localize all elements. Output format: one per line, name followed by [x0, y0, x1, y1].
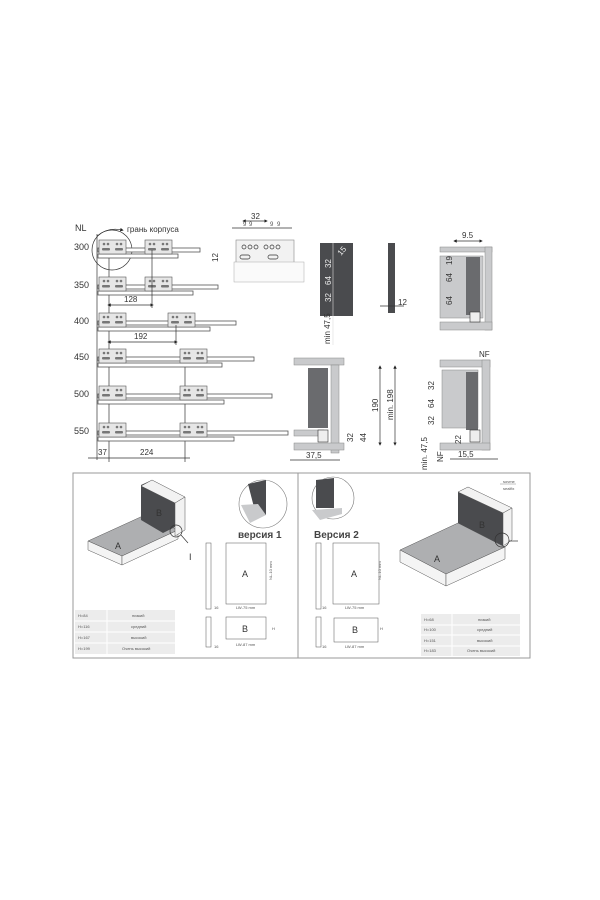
svg-text:низкий: низкий — [132, 613, 145, 618]
dim-b-width: LW-87 mm — [236, 642, 256, 647]
slide-row-500: 500 — [74, 385, 273, 405]
row-label: 350 — [74, 280, 89, 290]
dim-224: 224 — [140, 448, 154, 457]
height-table-v1: H=84 низкий H=116 средний H=167 высокий H=1… — [75, 610, 175, 654]
dim-64: 64 — [445, 273, 454, 282]
svg-text:sealfix: sealfix — [503, 486, 514, 491]
dim-12: 12 — [211, 253, 220, 262]
dim-12: 12 — [398, 298, 407, 307]
dim-32: 32 — [427, 381, 436, 390]
panel-a-label: A — [242, 569, 248, 579]
dim-min-47-5: min 47,5 — [323, 313, 332, 344]
dim-min-47-5: min. 47,5 — [420, 437, 429, 470]
svg-text:средний: средний — [131, 624, 146, 629]
svg-text:низкий: низкий — [478, 617, 491, 622]
slide-row-550: 550 — [74, 422, 289, 442]
part-a-label: A — [115, 541, 121, 551]
bracket-hole-pattern: 32 9 9 9 9 12 — [211, 212, 305, 283]
slide-length-diagram: NL грань корпуса 300 350 400 450 5 — [74, 223, 289, 462]
part-b-label: B — [156, 508, 162, 518]
dim-37-5: 37,5 — [306, 451, 322, 460]
dim-32: 32 — [251, 212, 260, 221]
version2-title: Версия 2 — [314, 530, 359, 541]
section-bottom-mid: 190 min. 198 32 44 37,5 — [290, 357, 397, 461]
svg-text:H=167: H=167 — [78, 635, 91, 640]
row-label: 500 — [74, 389, 89, 399]
dim-9: 9 — [249, 222, 253, 228]
slide-row-350: 350 — [74, 276, 219, 296]
svg-text:Очень высокий: Очень высокий — [122, 646, 150, 651]
dim-32: 32 — [427, 416, 436, 425]
dim-9: 9 — [277, 222, 281, 228]
svg-text:H=199: H=199 — [78, 646, 91, 651]
slide-row-450: 450 — [74, 348, 255, 368]
dim-a-height: NL-10 mm — [268, 561, 273, 580]
dim-22: 22 — [454, 435, 463, 444]
section-bottom-right: NF 32 64 32 22 min. 47,5 NF 15,5 — [420, 350, 498, 470]
dim-44: 44 — [359, 433, 368, 442]
version1-panel: A B I версия 1 A NL-10 mm LW-75 mm 16 B … — [75, 479, 288, 654]
row-label: 300 — [74, 242, 89, 252]
dim-9: 9 — [270, 222, 274, 228]
dim-a-width: LW-75 mm — [236, 605, 256, 610]
svg-text:H=84: H=84 — [78, 613, 88, 618]
dim-a-width: LW-75 mm — [345, 605, 365, 610]
svg-text:H=68: H=68 — [424, 617, 434, 622]
svg-text:H=116: H=116 — [78, 624, 90, 629]
dim-b-height: H — [272, 626, 275, 631]
dim-32: 32 — [324, 293, 333, 302]
dim-nf: NF — [436, 451, 445, 462]
dim-a-height: NL-10 mm — [377, 561, 382, 580]
svg-text:высокий: высокий — [477, 638, 493, 643]
version2-panel: Версия 2 A NL-10 mm LW-75 mm 16 B H LW-8… — [311, 476, 520, 656]
panel-b-label: B — [352, 625, 358, 635]
svg-text:Очень высокий: Очень высокий — [467, 648, 495, 653]
dim-9: 9 — [243, 222, 247, 228]
dim-9-5: 9.5 — [462, 231, 474, 240]
dim-b-height: H — [380, 626, 383, 631]
svg-text:высокий: высокий — [131, 635, 147, 640]
dim-190: 190 — [371, 398, 380, 412]
dim-thickness: 16 — [322, 644, 327, 649]
row-label: 550 — [74, 426, 89, 436]
dim-thickness: 16 — [214, 605, 219, 610]
legend: sovme sealfix — [500, 479, 516, 491]
dim-min-198: min. 198 — [386, 389, 395, 420]
row-label: 400 — [74, 316, 89, 326]
dim-64: 64 — [445, 296, 454, 305]
panel-b-label: B — [242, 624, 248, 634]
dim-b-width: LW-87 mm — [345, 644, 365, 649]
dim-19: 19 — [445, 256, 454, 265]
svg-text:sovme: sovme — [503, 479, 516, 484]
slide-row-400: 400 — [74, 312, 237, 332]
dim-64: 64 — [427, 399, 436, 408]
svg-text:H=100: H=100 — [424, 627, 437, 632]
height-table-v2: H=68 низкий H=100 средний H=151 высокий H=1… — [421, 614, 520, 656]
part-b-label: B — [479, 520, 485, 530]
dim-32: 32 — [324, 259, 333, 268]
svg-text:H=151: H=151 — [424, 638, 437, 643]
dim-192: 192 — [134, 332, 148, 341]
detail-mark: I — [189, 552, 192, 562]
cabinet-edge-label: грань корпуса — [127, 225, 179, 234]
nl-label: NL — [75, 223, 87, 233]
panel-a-label: A — [351, 569, 357, 579]
dim-128: 128 — [124, 295, 138, 304]
dim-37: 37 — [98, 448, 107, 457]
section-top-right: 9.5 19 64 64 — [439, 231, 493, 331]
svg-text:H=183: H=183 — [424, 648, 437, 653]
dim-thickness: 16 — [322, 605, 327, 610]
dim-nf: NF — [479, 350, 490, 359]
dim-32: 32 — [346, 433, 355, 442]
part-a-label: A — [434, 554, 440, 564]
dim-64: 64 — [324, 276, 333, 285]
version1-title: версия 1 — [238, 530, 282, 541]
svg-text:средний: средний — [477, 627, 492, 632]
slide-row-300: 300 — [74, 239, 201, 259]
dim-thickness: 16 — [214, 644, 219, 649]
front-panel-drawing: 32 64 32 15 min 47,5 12 — [320, 243, 407, 345]
dim-15-5: 15,5 — [458, 450, 474, 459]
row-label: 450 — [74, 352, 89, 362]
